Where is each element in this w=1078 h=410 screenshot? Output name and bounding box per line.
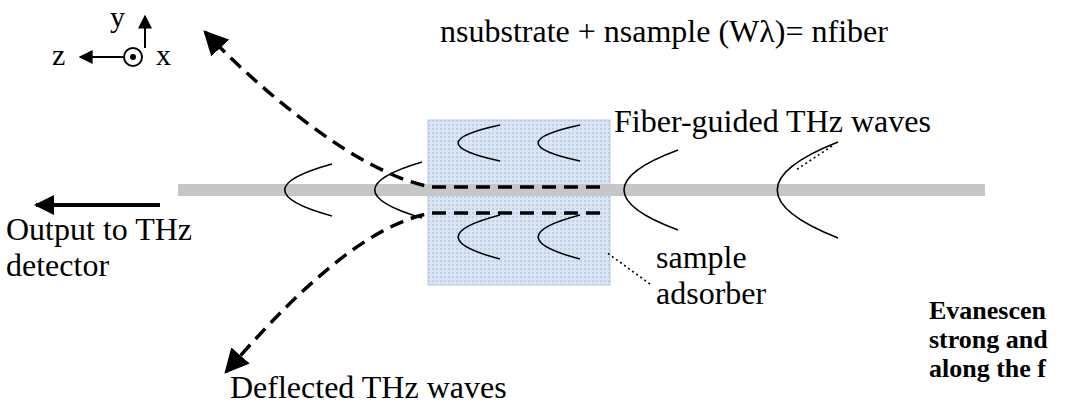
wave-fronts bbox=[285, 125, 838, 259]
deflected-label: Deflected THz waves bbox=[230, 370, 507, 406]
deflected-paths bbox=[205, 32, 600, 372]
note-text: Evanescen strong and along the f bbox=[929, 296, 1075, 383]
sample-region bbox=[428, 120, 610, 285]
equation: nsubstrate + nsample (Wλ)= nfiber bbox=[440, 14, 888, 50]
axis-label: y bbox=[110, 0, 125, 34]
output-arrow bbox=[36, 203, 160, 207]
axis-label: z bbox=[52, 38, 65, 72]
sample-label: sample adsorber bbox=[656, 240, 826, 312]
wave-label: Fiber-guided THz waves bbox=[614, 104, 931, 140]
axis-label: x bbox=[156, 38, 171, 72]
output-label: Output to THz detector bbox=[6, 212, 246, 284]
fiber bbox=[178, 184, 985, 196]
